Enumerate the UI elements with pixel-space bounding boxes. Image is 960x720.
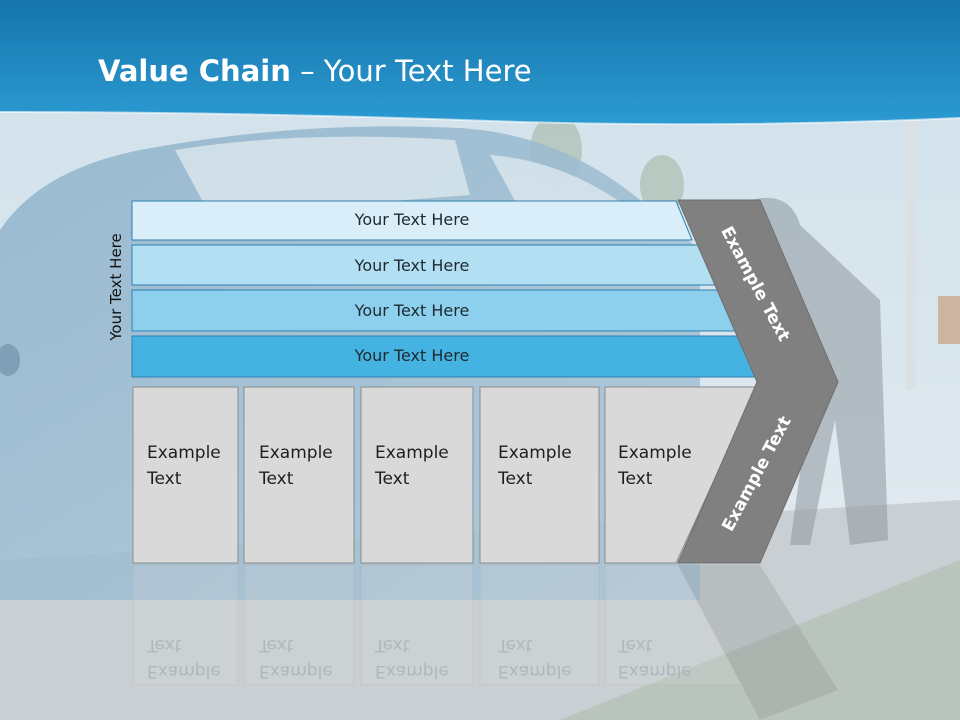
box-text-3: Example Text <box>375 440 449 492</box>
box-5-line1: Example <box>618 443 692 463</box>
band-1 <box>131 200 693 241</box>
box-3 <box>360 386 474 564</box>
box-reflection-4-line1: Example <box>498 661 572 681</box>
box-2-line1: Example <box>259 443 333 463</box>
box-1 <box>132 386 239 564</box>
box-reflection-5: Example Text <box>618 632 692 684</box>
box-4-line1: Example <box>498 443 572 463</box>
band-label-1: Your Text Here <box>354 210 470 229</box>
box-text-1: Example Text <box>147 440 221 492</box>
box-reflection-3: Example Text <box>375 632 449 684</box>
title-rest: – Your Text Here <box>290 54 532 88</box>
box-reflection-5-line2: Text <box>618 635 653 655</box>
box-text-4: Example Text <box>498 440 572 492</box>
title-bold: Value Chain <box>98 54 291 88</box>
chevron-arrow <box>677 199 839 564</box>
box-reflection-4: Example Text <box>498 632 572 684</box>
box-5 <box>604 386 758 564</box>
box-reflection-2-line1: Example <box>259 661 333 681</box>
box-reflection-1: Example Text <box>147 632 221 684</box>
box-reflection-3-line1: Example <box>375 661 449 681</box>
box-4-line2: Text <box>498 469 533 489</box>
box-reflection-2: Example Text <box>259 632 333 684</box>
box-reflection-4-line2: Text <box>498 635 533 655</box>
box-5-line2: Text <box>618 469 653 489</box>
box-4 <box>479 386 600 564</box>
box-3-line1: Example <box>375 443 449 463</box>
box-1-line2: Text <box>147 469 182 489</box>
band-label-4: Your Text Here <box>354 346 470 365</box>
box-2 <box>243 386 355 564</box>
box-reflection-5-line1: Example <box>618 661 692 681</box>
band-label-2: Your Text Here <box>354 256 470 275</box>
box-2-line2: Text <box>259 469 294 489</box>
box-text-5: Example Text <box>618 440 692 492</box>
box-text-2: Example Text <box>259 440 333 492</box>
box-reflection-3-line2: Text <box>375 635 410 655</box>
side-label: Your Text Here <box>107 233 125 341</box>
box-1-line1: Example <box>147 443 221 463</box>
box-reflection-1-line2: Text <box>147 635 182 655</box>
box-reflection-1-line1: Example <box>147 661 221 681</box>
page-title: Value Chain – Your Text Here <box>98 54 532 88</box>
box-reflection-2-line2: Text <box>259 635 294 655</box>
band-label-3: Your Text Here <box>354 301 470 320</box>
box-3-line2: Text <box>375 469 410 489</box>
